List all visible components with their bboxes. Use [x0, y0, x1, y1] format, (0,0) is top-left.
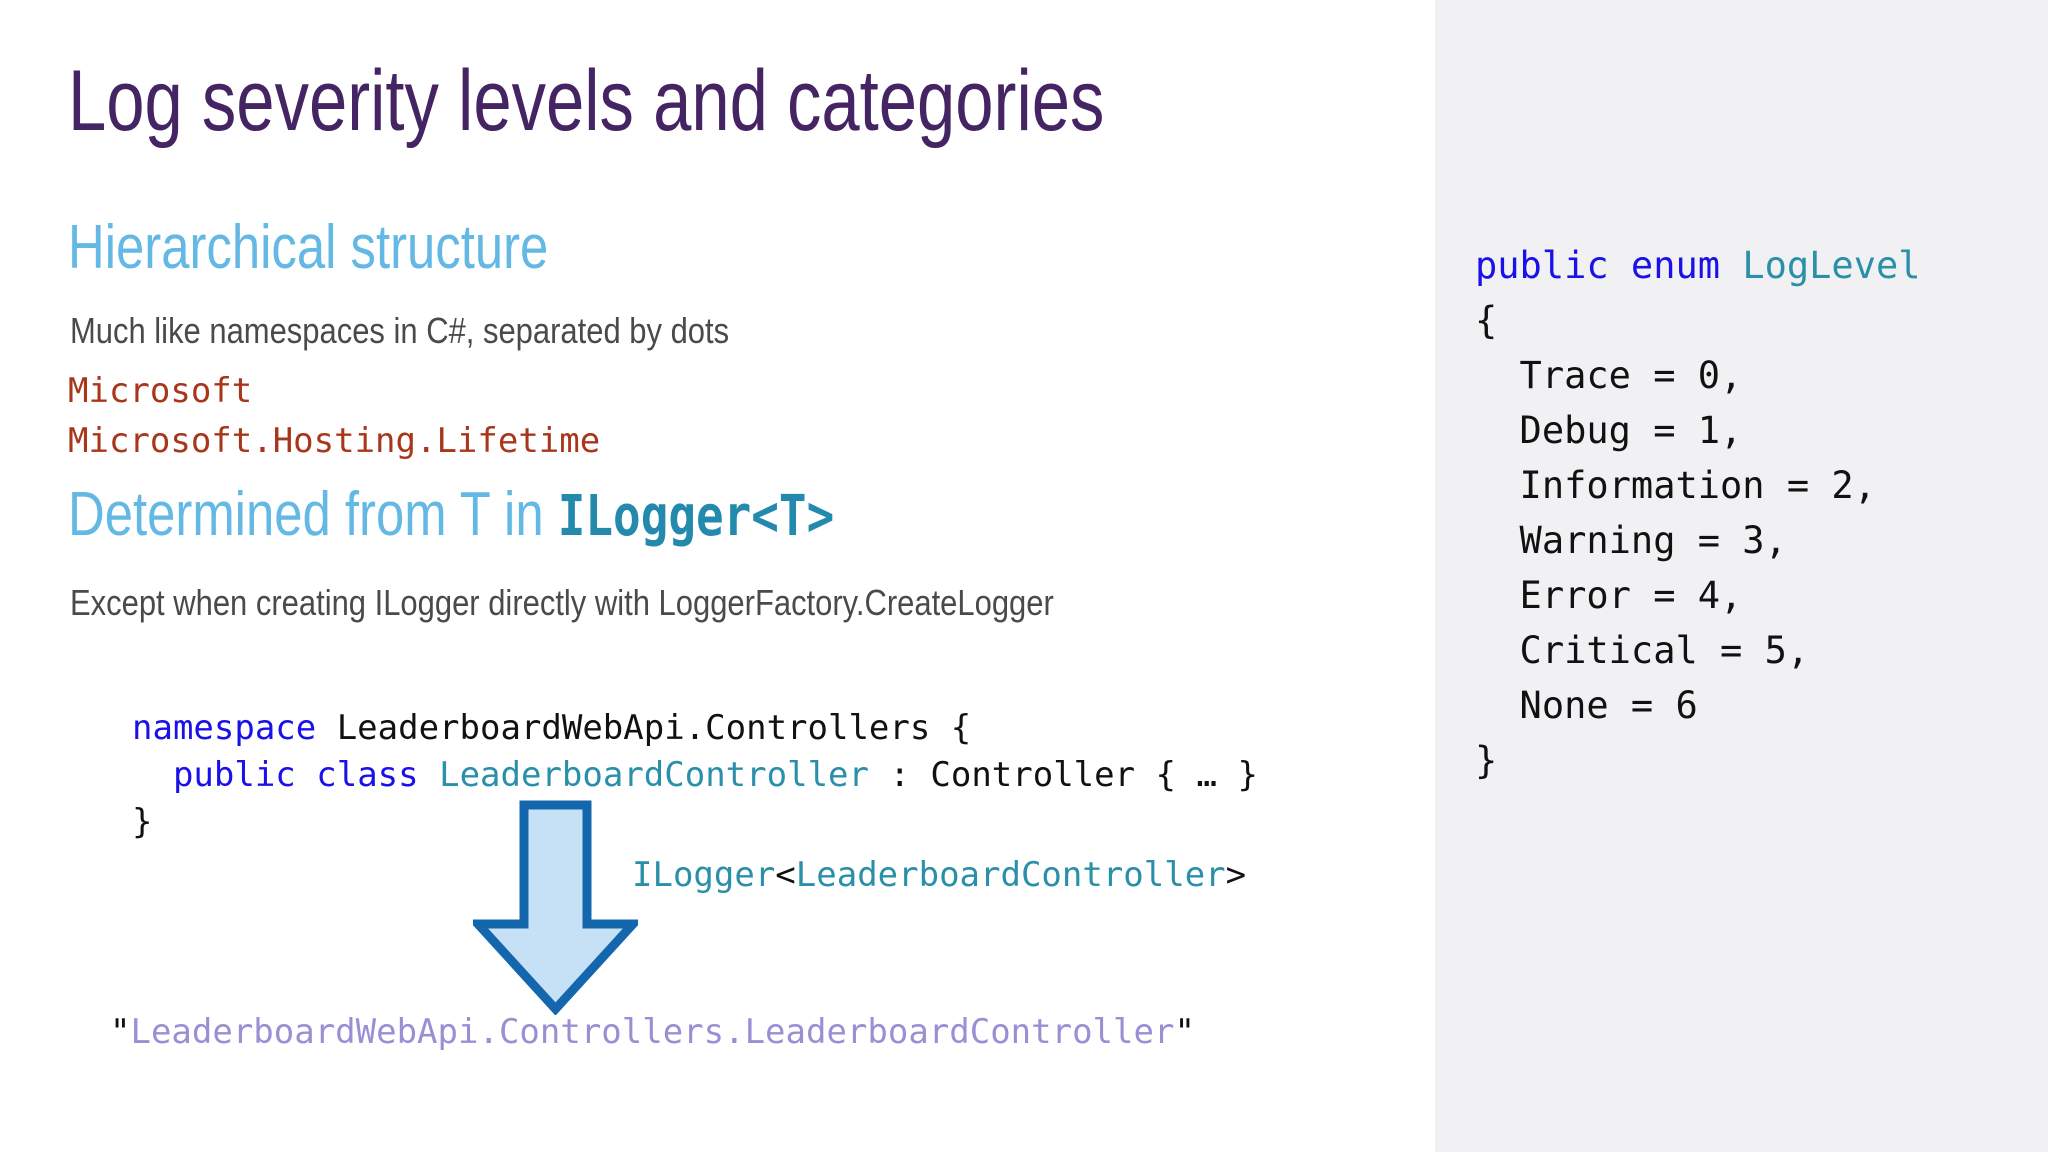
enum-brace-close: } — [1475, 739, 1498, 782]
class-name: LeaderboardController — [439, 755, 869, 795]
quote-close: " — [1174, 1012, 1195, 1052]
enum-member-error: Error = 4, — [1475, 574, 1743, 617]
code-panel: public enum LogLevel { Trace = 0, Debug … — [1435, 0, 2048, 1152]
class-keyword: class — [316, 755, 419, 795]
ilogger-type: ILogger — [632, 855, 776, 895]
enum-member-information: Information = 2, — [1475, 464, 1876, 507]
section-heading-hierarchical: Hierarchical structure — [68, 213, 549, 282]
section-body-hierarchical: Much like namespaces in C#, separated by… — [70, 310, 730, 351]
slide-title: Log severity levels and categories — [68, 53, 1105, 149]
loglevel-enum-code: public enum LogLevel { Trace = 0, Debug … — [1475, 238, 1921, 788]
angle-open: < — [775, 855, 796, 895]
controller-code-sample: namespace LeaderboardWebApi.Controllers … — [132, 705, 1258, 846]
down-arrow-icon — [473, 800, 638, 1015]
public-keyword: public — [172, 755, 296, 795]
generic-logger-expression: ILogger<LeaderboardController> — [632, 855, 1246, 895]
namespace-declaration: LeaderboardWebApi.Controllers { — [316, 708, 972, 748]
section-heading-determined-text: Determined from T in — [68, 480, 558, 549]
enum-member-critical: Critical = 5, — [1475, 629, 1810, 672]
quote-open: " — [110, 1012, 131, 1052]
code-brace-close: } — [132, 802, 153, 842]
enum-member-trace: Trace = 0, — [1475, 354, 1743, 397]
enum-keyword: public enum — [1475, 244, 1743, 287]
enum-type-name: LogLevel — [1742, 244, 1921, 287]
angle-close: > — [1225, 855, 1247, 895]
ilogger-type-param: LeaderboardController — [795, 855, 1226, 895]
enum-member-none: None = 6 — [1475, 684, 1698, 727]
section-heading-ilogger-generic: ILogger<T> — [557, 484, 835, 549]
namespace-example-2: Microsoft.Hosting.Lifetime — [68, 421, 601, 461]
class-base-clause: : Controller { … } — [868, 755, 1258, 795]
category-value: LeaderboardWebApi.Controllers.Leaderboar… — [130, 1012, 1175, 1052]
resulting-category-string: "LeaderboardWebApi.Controllers.Leaderboa… — [110, 1012, 1195, 1052]
enum-member-warning: Warning = 3, — [1475, 519, 1787, 562]
enum-brace-open: { — [1475, 299, 1498, 342]
code-indent — [132, 755, 173, 795]
enum-member-debug: Debug = 1, — [1475, 409, 1743, 452]
section-body-determined: Except when creating ILogger directly wi… — [70, 582, 1054, 623]
namespace-keyword: namespace — [132, 708, 317, 748]
section-heading-determined: Determined from T in ILogger<T> — [68, 482, 834, 550]
namespace-example-1: Microsoft — [68, 371, 253, 411]
